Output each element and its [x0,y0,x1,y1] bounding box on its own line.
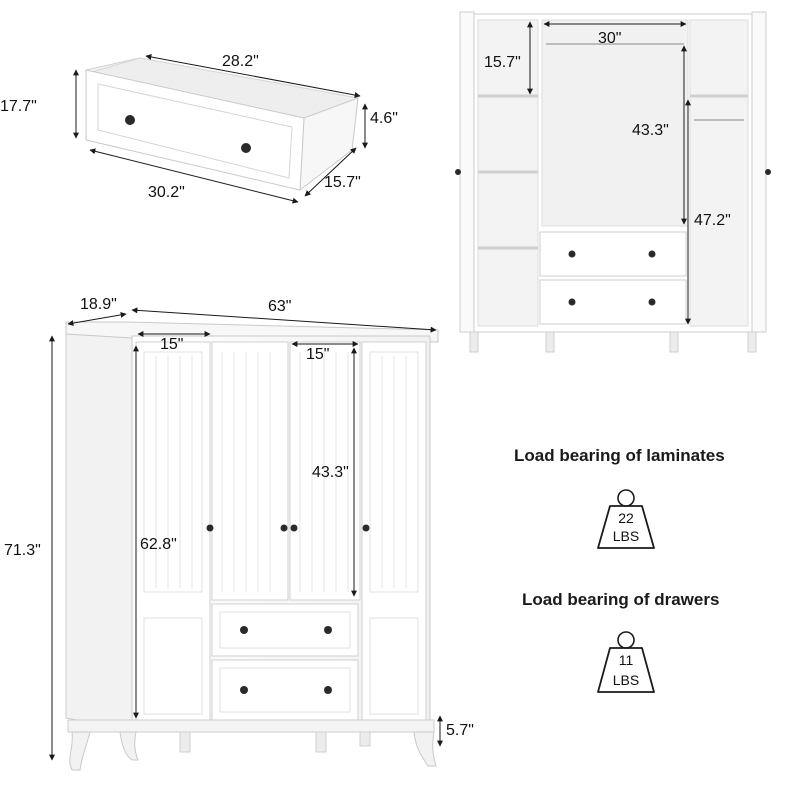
drawer-knob-icon [240,626,248,634]
drawer-knob-icon [125,115,135,125]
drawer-illustration [73,54,368,204]
door-knob-icon [206,524,214,532]
front-center-height-label: 43.3" [312,464,349,481]
weight-laminates-icon [597,489,655,549]
front-center-door-width-label: 15" [306,346,330,363]
door-knob-icon [290,524,298,532]
front-leg-height-label: 5.7" [446,722,474,739]
door-knob-icon [455,169,461,175]
laminates-load-value: 22 [618,510,634,526]
laminates-load-unit: LBS [612,528,640,544]
interior-rod-width-label: 30" [598,30,622,47]
drawer-top-width-label: 28.2" [222,53,259,70]
front-depth-label: 18.9" [80,296,117,313]
front-width-label: 63" [268,298,292,315]
door-knob-icon [362,524,370,532]
drawer-front-height-label: 4.6" [370,110,398,127]
front-left-door-width-label: 15" [160,336,184,353]
drawer-knob-icon [240,686,248,694]
door-knob-icon [280,524,288,532]
drawers-load-title: Load bearing of drawers [522,590,720,609]
door-knob-icon [765,169,771,175]
front-door-height-label: 62.8" [140,536,177,553]
drawer-depth-label: 15.7" [324,174,361,191]
drawer-bottom-width-label: 30.2" [148,184,185,201]
drawer-knob-icon [324,686,332,694]
weight-drawers-icon [597,631,655,693]
drawer-height-label: 17.7" [0,98,37,115]
drawers-load-unit: LBS [612,672,640,688]
front-illustration [49,307,443,771]
interior-right-height-label: 47.2" [694,212,731,229]
drawers-load-value: 11 [618,652,634,668]
interior-illustration [455,11,771,353]
interior-hanging-height-label: 43.3" [632,122,669,139]
drawer-knob-icon [324,626,332,634]
interior-top-shelf-label: 15.7" [484,54,521,71]
drawer-knob-icon [241,143,251,153]
front-total-height-label: 71.3" [4,542,41,559]
laminates-load-title: Load bearing of laminates [514,446,725,465]
